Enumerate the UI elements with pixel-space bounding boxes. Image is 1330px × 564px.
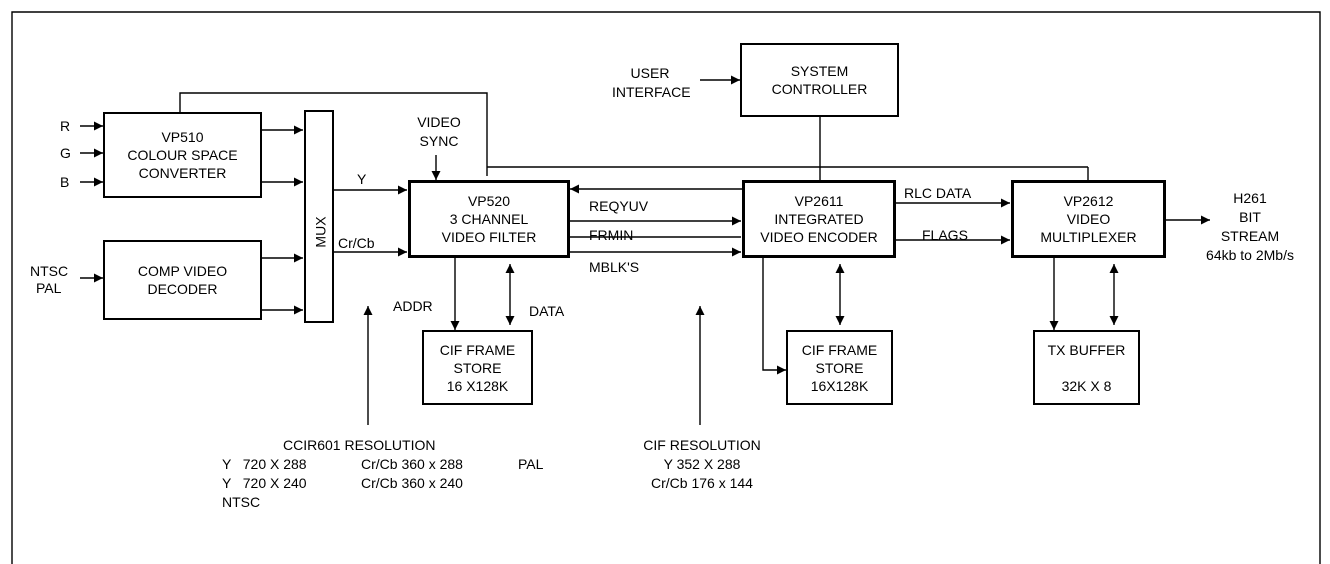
vp520-block: VP520 3 CHANNEL VIDEO FILTER	[408, 180, 570, 258]
ccir-title: CCIR601 RESOLUTION	[283, 437, 436, 453]
ccir-row1-y: Y 720 X 288	[222, 456, 307, 472]
ccir-row2-c: Cr/Cb 360 x 240	[361, 475, 463, 491]
sync-label: SYNC	[419, 133, 459, 149]
cif-frame-store-2: CIF FRAME STORE 16X128K	[786, 330, 893, 405]
tx-buffer-block: TX BUFFER 32K X 8	[1033, 330, 1140, 405]
vp2612-line1: VP2612	[1063, 193, 1114, 209]
crcb-signal-label: Cr/Cb	[338, 235, 375, 251]
vp510-block: VP510 COLOUR SPACE CONVERTER	[103, 112, 262, 198]
rate-label: 64kb to 2Mb/s	[1206, 247, 1294, 263]
frmin-label: FRMIN	[589, 227, 634, 243]
data-label: DATA	[529, 303, 565, 319]
bit-label: BIT	[1239, 209, 1261, 225]
flags-label: FLAGS	[922, 227, 968, 243]
cif-c: Cr/Cb 176 x 144	[651, 475, 753, 491]
vp510-line2: COLOUR SPACE	[127, 147, 238, 163]
mux-block	[304, 110, 334, 323]
ccir-row1-c: Cr/Cb 360 x 288	[361, 456, 463, 472]
store1-line2: STORE	[453, 359, 502, 376]
txbuf-line3: 32K X 8	[1061, 377, 1112, 394]
decoder-line2: DECODER	[147, 281, 218, 297]
vp520-line1: VP520	[467, 193, 511, 209]
comp-video-decoder-block: COMP VIDEO DECODER	[103, 240, 262, 320]
vp2611-store-address	[762, 258, 786, 375]
mux-label: MUX	[313, 216, 329, 248]
store2-line3: 16X128K	[810, 377, 869, 394]
vp510-line3: CONVERTER	[138, 165, 227, 181]
pal-input-label: PAL	[36, 280, 62, 296]
vp520-line2: 3 CHANNEL	[449, 211, 529, 227]
user-label: USER	[630, 65, 670, 81]
interface-label: INTERFACE	[612, 84, 691, 100]
rlc-data-label: RLC DATA	[904, 185, 972, 201]
mux-label-wrap: MUX	[308, 212, 334, 252]
vp2611-line2: INTEGRATED	[774, 211, 864, 227]
ccir-row1-std: PAL	[518, 456, 544, 472]
controller-bus	[487, 117, 821, 168]
vp520-line3: VIDEO FILTER	[441, 229, 537, 245]
store2-line2: STORE	[815, 359, 864, 376]
cif-frame-store-1: CIF FRAME STORE 16 X128K	[422, 330, 533, 405]
h261-label: H261	[1233, 190, 1267, 206]
store2-line1: CIF FRAME	[801, 341, 878, 358]
vp2611-line3: VIDEO ENCODER	[760, 229, 878, 245]
controller-line2: CONTROLLER	[771, 81, 868, 97]
ccir-row2-y: Y 720 X 240	[222, 475, 307, 491]
txbuf-line1: TX BUFFER	[1047, 341, 1126, 358]
reqyuv-label: REQYUV	[589, 198, 649, 214]
video-label: VIDEO	[417, 114, 461, 130]
vp2612-line3: MULTIPLEXER	[1040, 229, 1137, 245]
vp2612-line2: VIDEO	[1066, 211, 1111, 227]
g-input-label: G	[60, 145, 71, 161]
vp510-line1: VP510	[161, 129, 204, 145]
b-input-label: B	[60, 174, 70, 190]
vp2611-block: VP2611 INTEGRATED VIDEO ENCODER	[742, 180, 896, 258]
vp2612-block: VP2612 VIDEO MULTIPLEXER	[1011, 180, 1166, 258]
page-frame	[11, 11, 1321, 564]
r-input-label: R	[60, 118, 71, 134]
y-signal-label: Y	[357, 171, 367, 187]
decoder-line1: COMP VIDEO	[137, 263, 228, 279]
cif-y: Y 352 X 288	[663, 456, 741, 472]
controller-line1: SYSTEM	[790, 63, 849, 79]
vp2611-line1: VP2611	[794, 193, 844, 209]
system-controller-block: SYSTEM CONTROLLER	[740, 43, 899, 117]
ntsc-input-label: NTSC	[30, 263, 69, 279]
stream-label: STREAM	[1220, 228, 1280, 244]
mblks-label: MBLK'S	[589, 259, 640, 275]
addr-label: ADDR	[393, 298, 433, 314]
store1-line1: CIF FRAME	[439, 341, 516, 358]
vp510-top-loop	[179, 92, 488, 176]
cif-title: CIF RESOLUTION	[643, 437, 761, 453]
ccir-row3-std: NTSC	[222, 494, 261, 510]
store1-line3: 16 X128K	[446, 377, 509, 394]
